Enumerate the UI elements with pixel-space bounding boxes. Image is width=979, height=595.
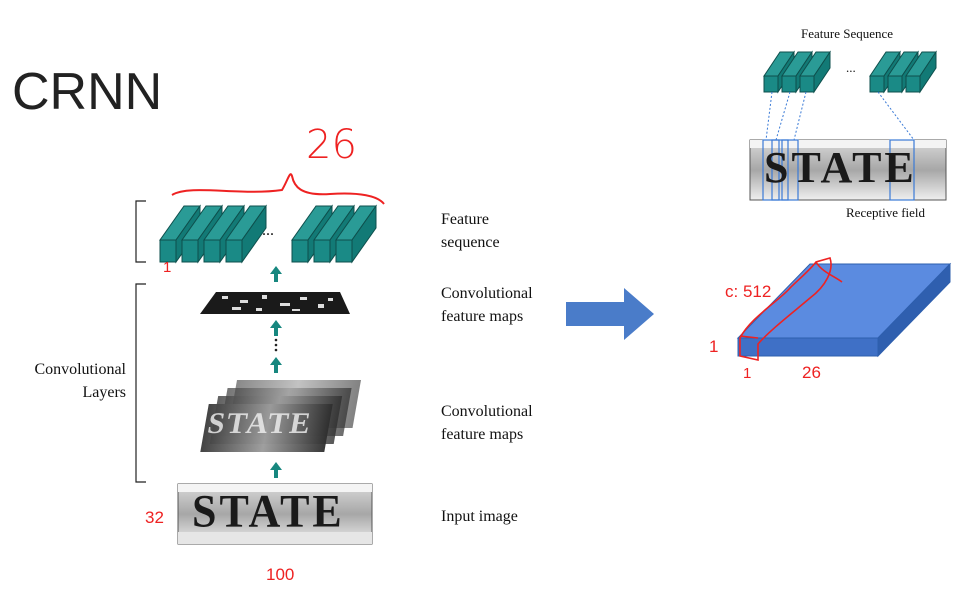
conv-feature-maps-label-top: Convolutional feature maps bbox=[441, 285, 533, 325]
receptive-field-connectors bbox=[765, 91, 915, 141]
feature-map-block bbox=[736, 262, 952, 358]
feature-columns-left-group-2 bbox=[291, 204, 377, 264]
feature-columns-right-group-2 bbox=[869, 50, 937, 94]
receptive-field-boxes bbox=[762, 139, 915, 201]
annotation-channels: c: 512 bbox=[725, 282, 772, 301]
convolutional-layers-bracket bbox=[135, 283, 146, 483]
left-ellipsis: ... bbox=[262, 222, 274, 239]
annotation-width: 100 bbox=[266, 565, 295, 584]
annotation-column-index: 1 bbox=[743, 365, 752, 382]
annotation-map-width: 26 bbox=[802, 363, 821, 382]
annotation-index-one: 1 bbox=[163, 259, 172, 276]
up-arrow-icon bbox=[270, 320, 282, 336]
annotation-map-height: 1 bbox=[709, 337, 719, 356]
input-image-label: Input image bbox=[441, 508, 518, 525]
conv-feature-map-top bbox=[200, 292, 350, 314]
right-feature-sequence-label: Feature Sequence bbox=[801, 26, 894, 41]
feature-sequence-bracket bbox=[135, 200, 146, 263]
vertical-ellipsis-icon bbox=[274, 338, 278, 352]
annotation-sequence-length: 26 bbox=[306, 122, 357, 168]
receptive-field-image bbox=[749, 139, 947, 201]
conv-feature-maps-label-mid: Convolutional feature maps bbox=[441, 403, 533, 443]
red-brace-annotation bbox=[171, 173, 385, 205]
receptive-image-text: STATE bbox=[764, 143, 917, 192]
up-arrow-icon bbox=[270, 357, 282, 373]
right-ellipsis: ... bbox=[846, 60, 856, 75]
red-column-outline bbox=[739, 257, 843, 361]
feature-columns-left-group-1 bbox=[159, 204, 267, 264]
conv-layers-label: Convolutional Layers bbox=[34, 361, 126, 401]
input-image bbox=[177, 483, 373, 545]
transform-arrow-icon bbox=[566, 288, 654, 340]
slide-title: CRNN bbox=[12, 63, 163, 121]
conv-maps-text: STATE bbox=[205, 407, 315, 440]
input-image-text: STATE bbox=[192, 485, 345, 538]
feature-sequence-label: Feature sequence bbox=[441, 211, 500, 251]
feature-columns-right-group-1 bbox=[763, 50, 831, 94]
up-arrow-icon bbox=[270, 462, 282, 478]
conv-feature-maps-stack bbox=[200, 380, 361, 452]
up-arrow-icon bbox=[270, 266, 282, 282]
receptive-field-label: Receptive field bbox=[846, 205, 926, 220]
annotation-height: 32 bbox=[145, 508, 164, 527]
